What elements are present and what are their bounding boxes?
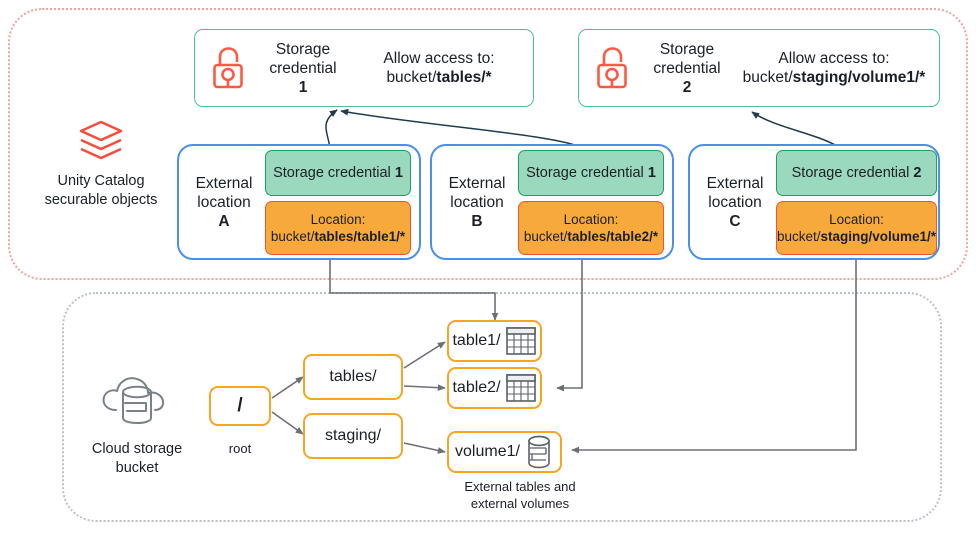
allow-access-path: tables/* [436,69,492,86]
tree-node-table1-label: table1/ [452,332,501,349]
credential-number: 1 [298,78,308,96]
credential-chip-a[interactable]: Storage credential 1 [265,149,411,196]
credential-number: 2 [682,78,692,96]
location-chip-a[interactable]: Location: bucket/tables/table1/* [265,200,411,255]
external-location-card-b[interactable]: External location B Storage credential 1… [430,144,674,260]
tree-node-root-caption: root [228,441,252,456]
databricks-layers-icon [24,118,178,164]
table-grid-icon [505,326,537,356]
external-location-line2: location [450,193,504,211]
credential-title-line1: Storage [275,40,331,58]
allow-access-prefix: bucket/ [386,69,437,86]
external-location-line2: location [708,193,762,211]
legend-unity-catalog-line1: Unity Catalog [57,173,145,189]
external-location-letter: B [471,212,483,230]
external-location-card-c[interactable]: External location C Storage credential 2… [688,144,940,260]
location-chip-label: Location: [310,211,366,227]
cloud-database-icon [62,368,212,432]
storage-credential-access-1: Allow access to: bucket/tables/* [355,49,523,87]
caption-line2: external volumes [470,496,570,511]
allow-access-path: staging/volume1/* [792,69,926,86]
tree-node-staging[interactable]: staging/ [303,413,403,459]
credential-chip-b[interactable]: Storage credential 1 [518,149,664,196]
location-chip-label: Location: [563,211,619,227]
storage-credential-title-1: Storage credential 1 [251,40,355,97]
credential-title-line1: Storage [659,40,715,58]
tree-node-volume1-label: volume1/ [455,443,520,460]
location-chip-path: tables/table1/* [314,228,406,244]
legend-unity-catalog-line2: securable objects [44,192,158,208]
location-chip-path: staging/volume1/* [820,228,937,244]
open-padlock-icon [205,46,251,90]
storage-credential-card-2[interactable]: Storage credential 2 Allow access to: bu… [578,29,940,107]
location-chip-prefix: bucket/ [270,228,315,244]
allow-access-label: Allow access to: [778,50,890,67]
open-padlock-icon [589,46,635,90]
credential-chip-number: 1 [394,164,403,181]
credential-chip-c[interactable]: Storage credential 2 [776,149,938,196]
location-chip-prefix: bucket/ [523,228,568,244]
external-location-label-b: External location B [440,174,514,231]
credential-chip-number: 2 [913,164,922,181]
credential-chip-prefix: Storage credential [791,164,914,181]
location-chip-path: tables/table2/* [567,228,659,244]
legend-cloud-storage: Cloud storage bucket [62,368,212,478]
credential-title-line2: credential [269,59,337,77]
external-location-line1: External [195,174,253,192]
cloud-storage-zone [62,292,942,522]
credential-chip-prefix: Storage credential [273,164,395,181]
location-chip-c[interactable]: Location: bucket/staging/volume1/* [776,200,938,255]
external-location-label-c: External location C [698,174,772,231]
disk-stack-icon [524,435,554,469]
tree-node-tables[interactable]: tables/ [303,354,403,400]
table-grid-icon [505,373,537,403]
allow-access-label: Allow access to: [383,50,495,67]
tree-node-table1[interactable]: table1/ [447,320,542,362]
external-location-line1: External [706,174,764,192]
storage-credential-card-1[interactable]: Storage credential 1 Allow access to: bu… [194,29,534,107]
credential-chip-prefix: Storage credential [526,164,648,181]
external-location-letter: A [218,212,230,230]
legend-cloud-storage-line1: Cloud storage [91,441,183,457]
location-chip-b[interactable]: Location: bucket/tables/table2/* [518,200,664,255]
location-chip-prefix: bucket/ [777,228,821,244]
external-location-letter: C [729,212,741,230]
tree-node-table2[interactable]: table2/ [447,367,542,409]
external-location-label-a: External location A [187,174,261,231]
legend-cloud-storage-line2: bucket [115,460,159,476]
tree-node-volume1[interactable]: volume1/ [447,431,562,473]
tree-node-table2-label: table2/ [452,379,501,396]
external-location-card-a[interactable]: External location A Storage credential 1… [177,144,421,260]
storage-credential-title-2: Storage credential 2 [635,40,739,97]
credential-title-line2: credential [653,59,721,77]
external-location-line2: location [197,193,251,211]
external-location-line1: External [448,174,506,192]
external-tables-volumes-caption: External tables and external volumes [420,478,620,512]
credential-chip-number: 1 [647,164,656,181]
storage-credential-access-2: Allow access to: bucket/staging/volume1/… [739,49,929,87]
location-chip-label: Location: [829,211,884,227]
legend-unity-catalog: Unity Catalog securable objects [24,118,178,210]
allow-access-prefix: bucket/ [742,69,793,86]
caption-line1: External tables and [464,479,576,494]
tree-node-root[interactable]: / [209,386,271,426]
